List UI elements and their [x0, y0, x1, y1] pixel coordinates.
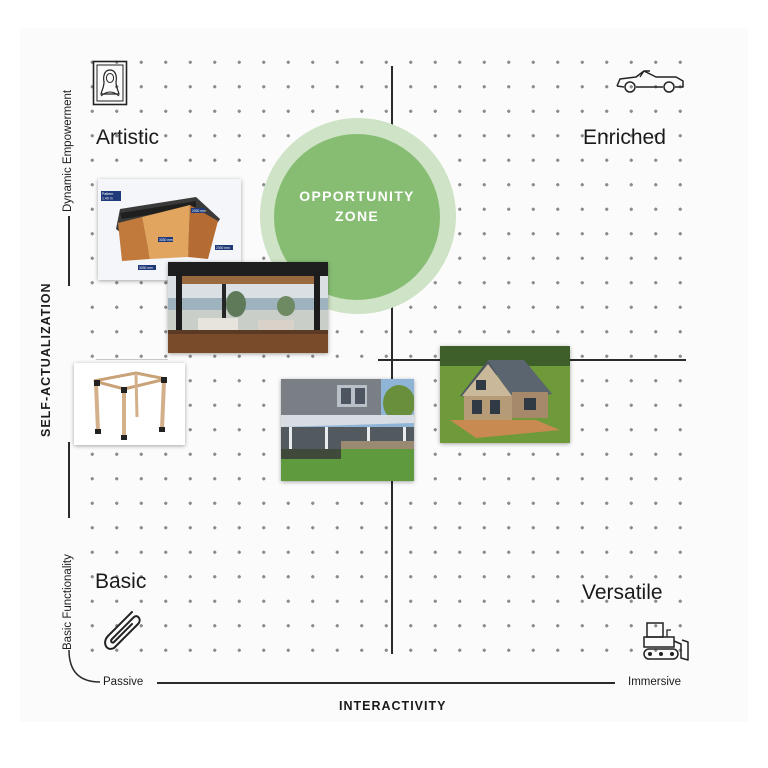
y-axis-line-lower	[68, 442, 70, 518]
photo-cabin-with-deck	[440, 346, 570, 443]
quadrant-label-artistic: Artistic	[96, 126, 159, 149]
cabin-illustration	[440, 346, 570, 443]
y-axis-title: SELF-ACTUALIZATION	[39, 282, 53, 437]
x-axis-high-label: Immersive	[628, 676, 682, 688]
backyard-patio-illustration	[281, 379, 414, 481]
y-axis-line	[68, 216, 70, 286]
pergola-frame-illustration	[74, 363, 185, 445]
patio-pergola-illustration	[168, 262, 328, 353]
dimension-label: Pattern	[102, 192, 113, 196]
mona-lisa-icon	[92, 60, 128, 106]
x-axis-line	[157, 682, 615, 684]
wooden-canopy-illustration: Pattern 1.40 m 3030 mm 2030 mm 2030 mm 3…	[98, 179, 241, 280]
axis-corner-curve	[68, 649, 101, 683]
photo-patio-pergola	[168, 262, 328, 353]
dimension-label: 3030 mm	[139, 266, 153, 270]
opportunity-zone-line2: ZONE	[334, 208, 380, 224]
y-axis-high-label: Dynamic Empowerment	[62, 89, 74, 212]
photo-wooden-canopy-render: Pattern 1.40 m 3030 mm 2030 mm 2030 mm 3…	[98, 179, 241, 280]
paperclip-icon	[104, 611, 141, 650]
dimension-label: 2030 mm	[216, 246, 230, 250]
convertible-car-icon	[616, 70, 684, 93]
dimension-label: 2030 mm	[192, 209, 206, 213]
quadrant-label-enriched: Enriched	[583, 126, 666, 149]
quadrant-label-basic: Basic	[95, 570, 147, 593]
y-axis-low-label: Basic Functionality	[62, 554, 74, 650]
photo-covered-backyard-patio	[281, 379, 414, 481]
bulldozer-icon	[643, 622, 689, 661]
dimension-label: 3030 mm	[159, 238, 173, 242]
dimension-label: 1.40 m	[102, 197, 113, 201]
photo-pergola-frame-kit	[74, 363, 185, 445]
x-axis-low-label: Passive	[103, 676, 144, 688]
quadrant-label-versatile: Versatile	[582, 581, 663, 604]
opportunity-zone-line1: OPPORTUNITY	[299, 188, 415, 204]
horizontal-divider-left	[96, 359, 168, 361]
opportunity-zone-label: OPPORTUNITY ZONE	[274, 186, 440, 226]
x-axis-title: INTERACTIVITY	[339, 699, 447, 713]
